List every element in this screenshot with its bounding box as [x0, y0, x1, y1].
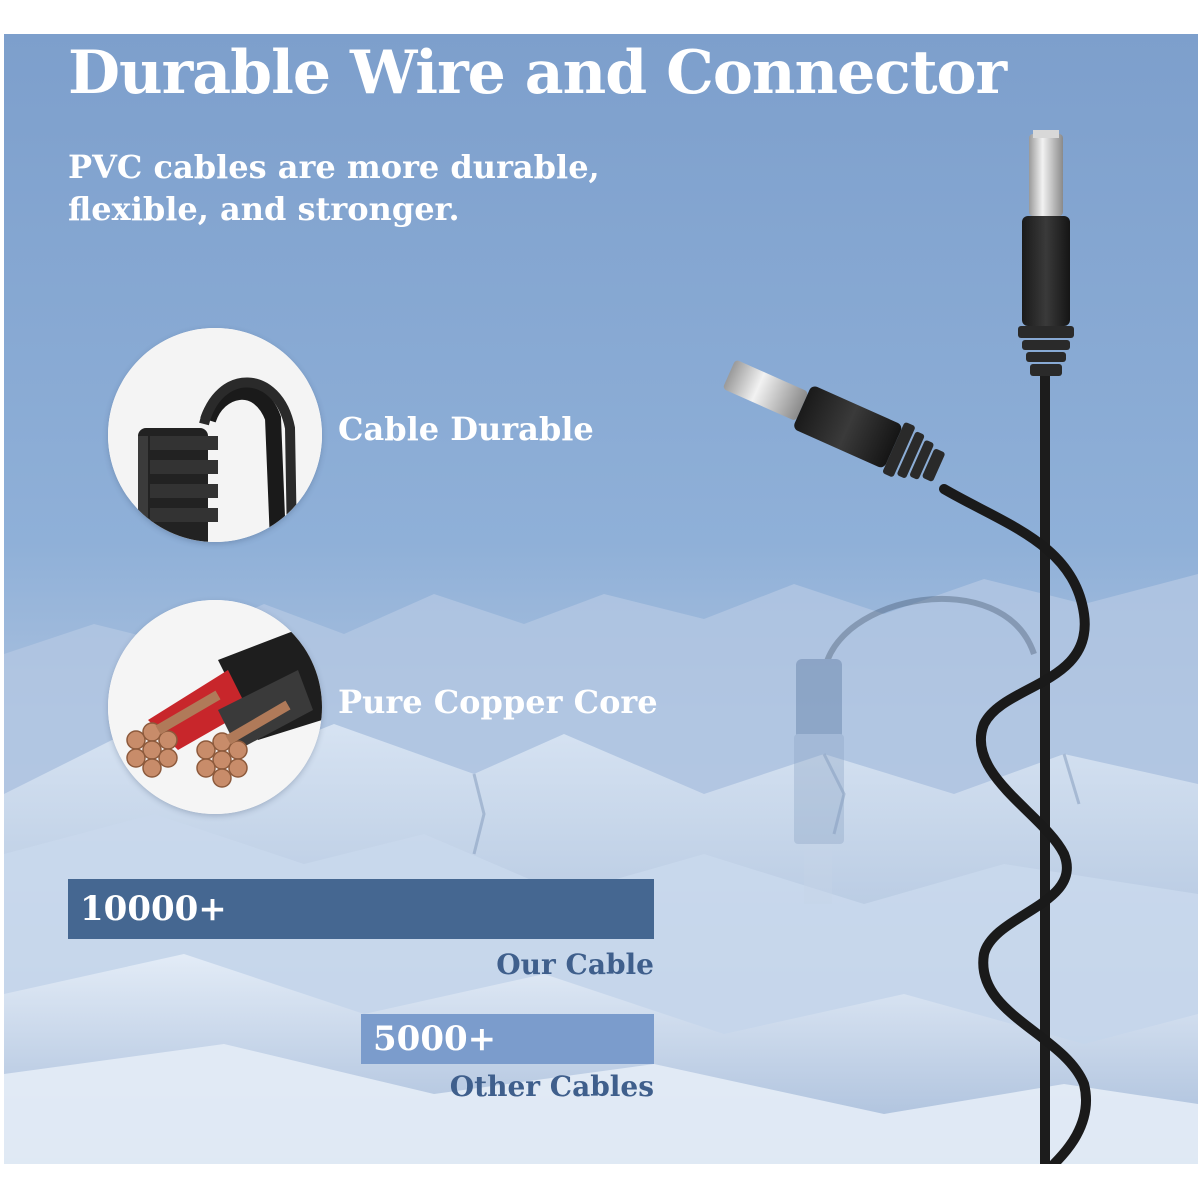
bar-other-cables: 5000+	[361, 1014, 654, 1064]
bar-value-our-cable: 10000+	[80, 889, 227, 929]
cable-connector-closeup-icon	[108, 328, 322, 542]
bar-value-other-cables: 5000+	[373, 1019, 497, 1059]
subtitle: PVC cables are more durable, flexible, a…	[68, 148, 600, 228]
bar-caption-our-cable: Our Cable	[496, 948, 654, 981]
bar-our-cable: 10000+	[68, 879, 654, 939]
feature-label-copper-core: Pure Copper Core	[338, 683, 658, 721]
copper-core-wires-icon	[108, 600, 322, 814]
product-banner: Durable Wire and Connector PVC cables ar…	[4, 34, 1198, 1164]
snowy-mountain-background	[4, 34, 1198, 1164]
page-title: Durable Wire and Connector	[68, 38, 1007, 108]
feature-label-cable-durable: Cable Durable	[338, 410, 594, 448]
bar-caption-other-cables: Other Cables	[449, 1070, 654, 1103]
